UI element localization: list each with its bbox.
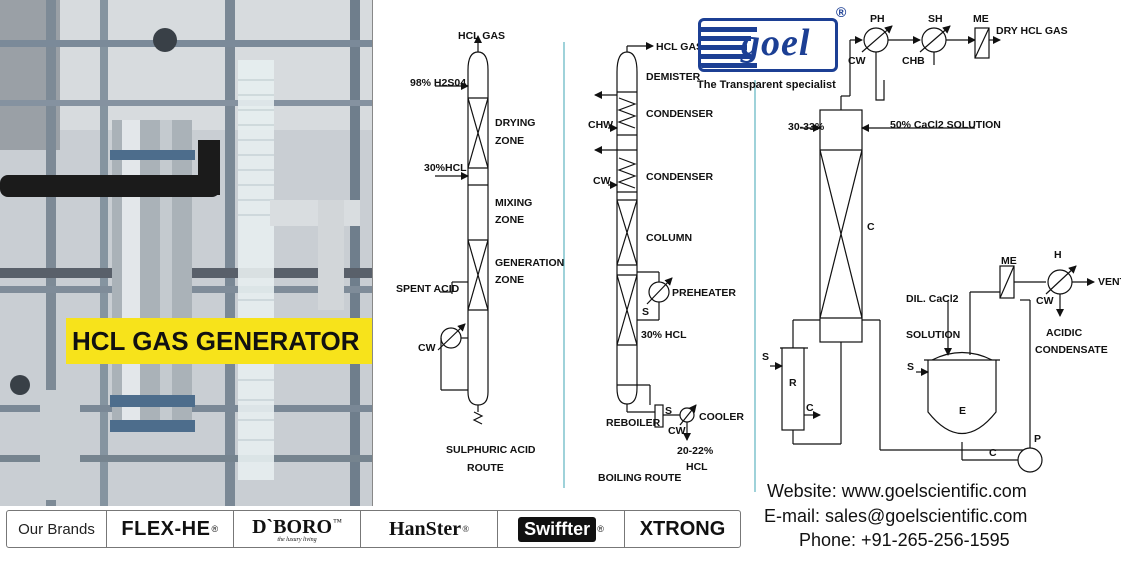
r1-hcl-gas-label: HCL GAS xyxy=(458,30,505,42)
brand-swiffter: Swiffter® xyxy=(498,511,625,547)
r3-c-label: C xyxy=(867,221,875,233)
plant-photo-illustration xyxy=(0,0,372,506)
r2-hcl-gas-label: HCL GAS xyxy=(656,41,703,53)
r2-demister-label: DEMISTER xyxy=(646,71,701,83)
photo-title-banner: HCL GAS GENERATOR xyxy=(66,318,372,364)
r2-product-line2: HCL xyxy=(686,461,708,473)
r2-column-label: COLUMN xyxy=(646,232,692,244)
r3-me-top-label: ME xyxy=(973,13,989,25)
r3-acidic-label: ACIDIC xyxy=(1046,327,1083,339)
phone-text: Phone: +91-265-256-1595 xyxy=(799,530,1010,550)
r2-s2-label: S xyxy=(665,405,672,417)
r3-feed-label: 30-33% xyxy=(788,121,825,133)
brand-flex-he-reg: ® xyxy=(211,524,219,534)
website-text: Website: www.goelscientific.com xyxy=(767,481,1027,501)
r3-vent-label: VENT xyxy=(1098,276,1121,288)
r3-cacl-solution-label: 50% CaCl2 SOLUTION xyxy=(890,119,1001,131)
r3-s-e-label: S xyxy=(907,361,914,373)
r3-dil-cacl-label: DIL. CaCl2 xyxy=(906,293,959,305)
r3-condensate-label: CONDENSATE xyxy=(1035,344,1108,356)
r3-e-label: E xyxy=(959,405,966,417)
r3-cw2-label: CW xyxy=(1036,295,1054,307)
brand-dboro-tm: ™ xyxy=(333,516,342,527)
r2-preheater-label: PREHEATER xyxy=(672,287,736,299)
r2-cw2-label: CW xyxy=(668,425,686,437)
r2-caption: BOILING ROUTE xyxy=(598,472,681,484)
r1-caption-line1: SULPHURIC ACID xyxy=(446,444,536,456)
r1-acid-in-label: 98% H2S04 xyxy=(410,77,466,89)
r3-r-label: R xyxy=(789,377,797,389)
r1-caption-line2: ROUTE xyxy=(467,462,504,474)
r2-product-line1: 20-22% xyxy=(677,445,714,457)
r1-generation-label: GENERATION xyxy=(495,257,564,269)
r1-drying-zone-label: ZONE xyxy=(495,135,524,147)
brand-xtrong: XTRONG xyxy=(639,517,726,540)
email-text: E-mail: sales@goelscientific.com xyxy=(764,506,1028,526)
r2-s1-label: S xyxy=(642,306,649,318)
r1-mixing-zone-label: ZONE xyxy=(495,214,524,226)
r2-cooler-label: COOLER xyxy=(699,411,744,423)
brand-swiffter-reg: ® xyxy=(597,524,604,534)
r3-c-small-label: C xyxy=(806,402,814,414)
r3-p-label: P xyxy=(1034,433,1041,445)
r3-c-bottom-label: C xyxy=(989,447,997,459)
boiling-route xyxy=(594,42,697,441)
r1-spent-acid-label: SPENT ACID xyxy=(396,283,460,295)
plant-photo: HCL GAS GENERATOR xyxy=(0,0,373,506)
cacl2-route xyxy=(770,25,1095,473)
brand-hanster-reg: ® xyxy=(462,524,470,534)
r3-me2-label: ME xyxy=(1001,255,1017,267)
logo-stripes-icon xyxy=(701,27,757,68)
brands-bar: Our Brands FLEX-HE® D`BORO™ the luxury l… xyxy=(6,510,741,548)
logo-wordmark: goel xyxy=(741,22,811,64)
r3-s-r-label: S xyxy=(762,351,769,363)
r2-condenser1-label: CONDENSER xyxy=(646,108,714,120)
r1-cw-label: CW xyxy=(418,342,436,354)
r1-mixing-label: MIXING xyxy=(495,197,532,209)
goel-logo: goel xyxy=(698,18,838,72)
r2-hcl-in-label: 30% HCL xyxy=(641,329,687,341)
brand-dboro: D`BORO™ the luxury living xyxy=(234,511,361,547)
r3-solution-label: SOLUTION xyxy=(906,329,960,341)
r3-sh-label: SH xyxy=(928,13,943,25)
logo-registered-mark: ® xyxy=(836,4,847,20)
r3-dry-hcl-label: DRY HCL GAS xyxy=(996,25,1068,37)
r2-reboiler-label: REBOILER xyxy=(606,417,661,429)
brand-hanster-name: HanSter xyxy=(388,517,462,540)
r3-h-label: H xyxy=(1054,249,1062,261)
r3-chb-label: CHB xyxy=(902,55,925,67)
r1-hcl-in-label: 30%HCL xyxy=(424,162,467,174)
brand-swiffter-name: Swiffter xyxy=(518,516,597,542)
brand-flex-he: FLEX-HE® xyxy=(107,511,234,547)
brand-hanster: HanSter® xyxy=(361,511,498,547)
r2-chw-label: CHW xyxy=(588,119,613,131)
r3-cw-label: CW xyxy=(848,55,866,67)
r2-cw-label: CW xyxy=(593,175,611,187)
logo-tagline: The Transparent specialist xyxy=(697,79,836,91)
r2-condenser2-label: CONDENSER xyxy=(646,171,714,183)
brand-dboro-name: D`BORO xyxy=(252,515,333,538)
brand-flex-he-name: FLEX-HE xyxy=(121,517,211,540)
brands-label: Our Brands xyxy=(7,511,107,547)
r3-ph-label: PH xyxy=(870,13,885,25)
r1-generation-zone-label: ZONE xyxy=(495,274,524,286)
r1-drying-label: DRYING xyxy=(495,117,535,129)
sulphuric-acid-route xyxy=(435,35,489,425)
brand-dboro-tagline: the luxury living xyxy=(277,536,317,543)
